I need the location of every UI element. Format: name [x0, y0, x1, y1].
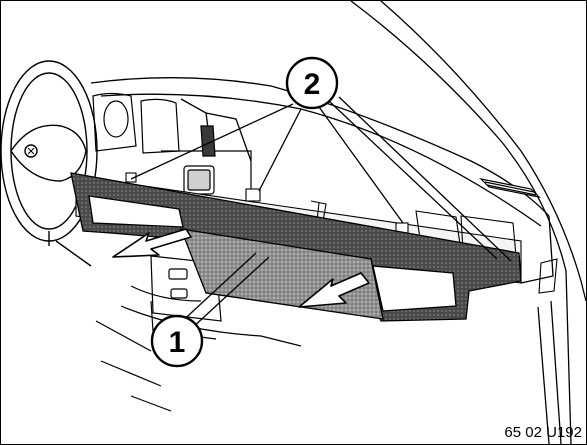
callout-1: 1: [150, 314, 204, 368]
arrow-right: [298, 272, 370, 308]
callout-2-label: 2: [304, 68, 321, 101]
callout-1-label: 1: [169, 326, 186, 359]
arrow-left: [112, 228, 192, 258]
steering-wheel: [1, 60, 98, 267]
trim-panel: [70, 172, 522, 322]
air-vent: [479, 178, 541, 198]
figure-code: 65 02 U192: [504, 424, 582, 441]
instrument-cluster: [92, 92, 252, 202]
windshield-pillar: [350, 1, 586, 444]
callout-2: 2: [285, 56, 339, 110]
leader-lines: [130, 96, 512, 330]
removal-arrows: [112, 228, 370, 308]
